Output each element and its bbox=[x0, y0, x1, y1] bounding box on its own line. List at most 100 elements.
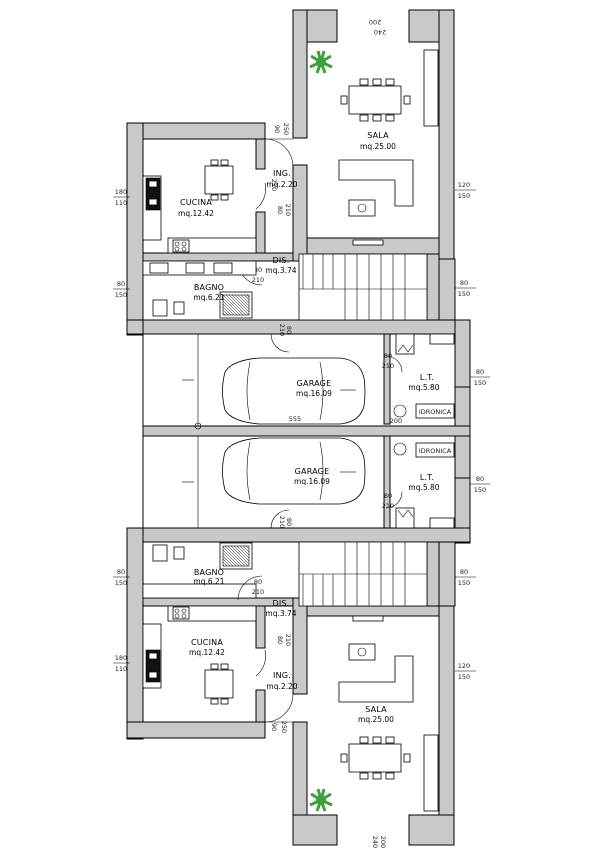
dim-bot-210c: 210 bbox=[252, 588, 264, 596]
garage-top: GARAGE mq.16.09 555 210 80 bbox=[222, 324, 366, 425]
dim-top-80a: 80 bbox=[276, 206, 284, 214]
cucina-bottom-name: CUCINA bbox=[191, 638, 223, 647]
ingresso-bottom: ING. mq.2.20 80 210 90 250 bbox=[255, 634, 298, 733]
cucina-top-name: CUCINA bbox=[180, 198, 212, 207]
dim-top-80b: 80 bbox=[254, 266, 262, 274]
bagno-bottom-name: BAGNO bbox=[194, 568, 224, 577]
sala-bottom-area: mq.25.00 bbox=[358, 715, 394, 724]
garage-top-area: mq.16.09 bbox=[296, 389, 332, 398]
dim-top-150a: 150 bbox=[115, 291, 127, 299]
dim-top-150d: 150 bbox=[474, 379, 486, 387]
dim-top-150c: 150 bbox=[458, 290, 470, 298]
dim-top-210d: 210 bbox=[278, 324, 286, 336]
lt-bottom-area: mq.5.80 bbox=[408, 483, 439, 492]
dim-top-210a: 210 bbox=[270, 179, 278, 191]
dis-bottom-name: DIS. bbox=[273, 599, 290, 608]
ing-top-name: ING. bbox=[273, 169, 291, 178]
garage-bottom: GARAGE mq.16.09 210 80 bbox=[222, 437, 366, 528]
dim-bot-210b: 210 bbox=[382, 502, 394, 510]
dim-top-80c: 80 bbox=[117, 280, 125, 288]
dim-bot-210a: 210 bbox=[278, 516, 286, 528]
dim-bot-210d: 210 bbox=[284, 634, 292, 646]
dim-bot-80c: 80 bbox=[476, 475, 484, 483]
bagno-bottom-area: mq.6.21 bbox=[193, 577, 224, 586]
dis-top-name: DIS. bbox=[273, 256, 290, 265]
garage-bottom-area: mq.16.09 bbox=[294, 477, 330, 486]
dim-top-210b: 210 bbox=[284, 204, 292, 216]
dim-top-210e: 210 bbox=[382, 362, 394, 370]
bagno-top: BAGNO mq.6.21 80 150 bbox=[113, 260, 257, 319]
cucina-bottom-area: mq.12.42 bbox=[189, 648, 225, 657]
sala-top-area: mq.25.00 bbox=[360, 142, 396, 151]
bagno-top-area: mq.6.21 bbox=[193, 293, 224, 302]
dim-top-120: 120 bbox=[458, 181, 470, 189]
garage-bottom-name: GARAGE bbox=[295, 467, 330, 476]
dim-top-200: 200 bbox=[369, 18, 381, 26]
ingresso-top: ING. mq.2.20 90 250 210 80 210 bbox=[255, 123, 298, 216]
idronica-bottom: IDRONICA bbox=[419, 447, 452, 455]
dim-bot-110: 110 bbox=[115, 665, 127, 673]
dim-top-150b: 150 bbox=[458, 192, 470, 200]
dim-bot-240: 240 bbox=[371, 836, 379, 848]
dim-bot-150a: 150 bbox=[474, 486, 486, 494]
ing-bottom-name: ING. bbox=[273, 671, 291, 680]
dim-bot-80e: 80 bbox=[254, 578, 262, 586]
dim-top-200b: 200 bbox=[390, 417, 402, 425]
dim-bot-150c: 150 bbox=[458, 579, 470, 587]
stairs-top bbox=[298, 253, 428, 321]
dim-top-80d: 80 bbox=[460, 279, 468, 287]
dim-bot-80d: 80 bbox=[117, 568, 125, 576]
walls-bottom bbox=[126, 435, 471, 846]
sala-top-name: SALA bbox=[367, 131, 389, 140]
dim-bot-80f: 80 bbox=[460, 568, 468, 576]
ing-top-area: mq.2.20 bbox=[266, 180, 297, 189]
sala-bottom-furniture bbox=[338, 615, 439, 812]
idronica-top: IDRONICA bbox=[419, 408, 452, 416]
cucina-top-label: CUCINA mq.12.42 bbox=[178, 198, 214, 218]
cucina-bottom-furniture bbox=[142, 605, 257, 705]
plant-top-icon bbox=[309, 50, 333, 74]
dim-bot-150b: 150 bbox=[115, 579, 127, 587]
dim-top-250: 250 bbox=[282, 123, 290, 135]
dim-top-80g: 80 bbox=[476, 368, 484, 376]
dim-top-110: 110 bbox=[115, 199, 127, 207]
garage-top-name: GARAGE bbox=[297, 379, 332, 388]
sala-bottom-label: SALA mq.25.00 120 150 240 200 bbox=[358, 662, 476, 848]
dim-bot-80g: 80 bbox=[276, 636, 284, 644]
dis-bottom-area: mq.3.74 bbox=[265, 609, 296, 618]
lt-top-area: mq.5.80 bbox=[408, 383, 439, 392]
cucina-top-furniture bbox=[142, 159, 257, 254]
dim-top-80f: 80 bbox=[384, 352, 392, 360]
dim-bot-90: 90 bbox=[270, 723, 278, 731]
dim-bot-150d: 150 bbox=[458, 673, 470, 681]
dim-bot-80a: 80 bbox=[285, 518, 293, 526]
dis-bottom: DIS. mq.3.74 bbox=[265, 599, 296, 618]
sala-top-furniture bbox=[338, 49, 439, 246]
cucina-top-dims: 180 110 bbox=[113, 188, 130, 207]
stairs-bottom: 80 150 bbox=[298, 541, 476, 607]
dis-top-area: mq.3.74 bbox=[265, 266, 296, 275]
dim-top-240: 240 bbox=[374, 28, 386, 36]
dim-top-210c: 210 bbox=[252, 276, 264, 284]
bagno-top-name: BAGNO bbox=[194, 283, 224, 292]
walls-top bbox=[126, 9, 471, 437]
dim-bot-120: 120 bbox=[458, 662, 470, 670]
sala-bottom-name: SALA bbox=[365, 705, 387, 714]
cucina-bottom-label: CUCINA mq.12.42 180 110 bbox=[113, 638, 225, 673]
sala-top-dims: 120 150 80 150 200 240 bbox=[369, 18, 476, 298]
dim-bot-200: 200 bbox=[379, 836, 387, 848]
dim-top-80e: 80 bbox=[285, 326, 293, 334]
dim-bot-80b: 80 bbox=[384, 492, 392, 500]
cucina-top-area: mq.12.42 bbox=[178, 209, 214, 218]
dim-bot-180: 180 bbox=[115, 654, 127, 662]
sala-top-label: SALA mq.25.00 bbox=[360, 131, 396, 151]
dim-top-90: 90 bbox=[273, 125, 281, 133]
plant-bottom-icon bbox=[309, 788, 333, 812]
dim-bot-250: 250 bbox=[280, 721, 288, 733]
ing-bottom-area: mq.2.20 bbox=[266, 682, 297, 691]
dim-top-180: 180 bbox=[115, 188, 127, 196]
dim-top-555: 555 bbox=[289, 415, 301, 423]
lt-top: 80 210 L.T. mq.5.80 IDRONICA 200 80 150 bbox=[382, 333, 490, 425]
bagno-bottom: BAGNO mq.6.21 80 150 80 210 bbox=[113, 542, 264, 601]
garage-outline bbox=[142, 334, 202, 528]
